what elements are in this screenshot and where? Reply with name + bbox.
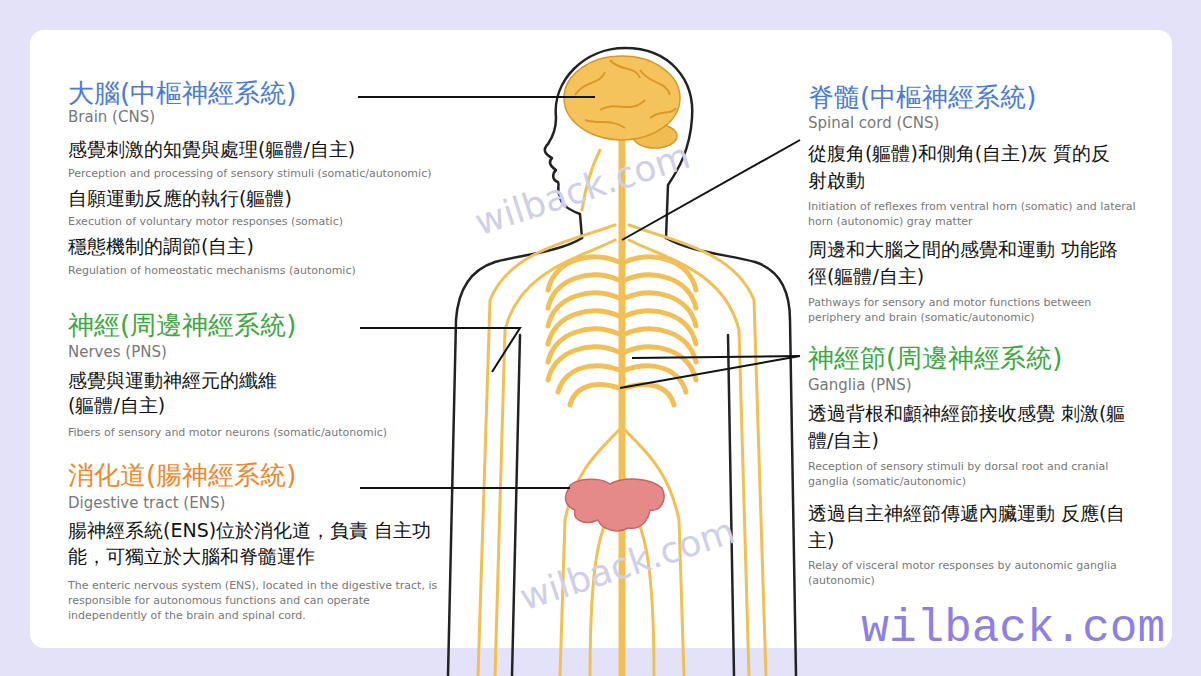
function-text: 感覺刺激的知覺與處理(軀體/自主) [68,137,508,162]
leader-line [360,487,570,489]
body-silhouette [448,48,796,676]
section-heading: 大腦(中樞神經系統) [68,78,368,108]
leader-lines [358,97,800,488]
section-subtitle: Spinal cord (CNS) [808,114,1148,132]
section-heading: 消化道(腸神經系統) [68,460,368,490]
right-inner-arm [728,335,734,676]
function-text: 腸神經系統(ENS)位於消化道，負責 自主功能，可獨立於大腦和脊髓運作 [68,517,438,569]
card [30,30,1172,648]
leader-line [360,328,520,372]
section-subtitle: Ganglia (PNS) [808,376,1148,394]
function-translation: Execution of voluntary motor responses (… [68,214,528,229]
section-subtitle: Nerves (PNS) [68,343,348,361]
function-text: 透過背根和顱神經節接收感覺 刺激(軀體/自主) [808,400,1128,454]
intestine [566,479,665,531]
function-translation: Perception and processing of sensory sti… [68,166,528,181]
left-inner-arm [512,335,520,676]
function-text: 穩態機制的調節(自主) [68,234,508,259]
function-text: 自願運動反應的執行(軀體) [68,186,508,211]
function-text: 透過自主神經節傳遞內臟運動 反應(自主) [808,500,1128,554]
brain-gyri [575,60,676,128]
section-subtitle: Brain (CNS) [68,108,368,126]
function-text: 從腹角(軀體)和側角(自主)灰 質的反射啟動 [808,140,1128,194]
site-logo: wilback.com [861,602,1165,656]
function-translation: Initiation of reflexes from ventral horn… [808,199,1138,229]
function-translation: Relay of visceral motor responses by aut… [808,558,1138,588]
section-heading: 脊髓(中樞神經系統) [808,82,1148,112]
leader-line [358,96,595,98]
function-translation: The enteric nervous system (ENS), locate… [68,578,438,623]
function-translation: Reception of sensory stimuli by dorsal r… [808,459,1138,489]
section-subtitle: Digestive tract (ENS) [68,494,368,512]
leader-line [620,356,800,388]
function-text: 感覺與運動神經元的纖維 (軀體/自主) [68,368,293,418]
function-text: 周邊和大腦之間的感覺和運動 功能路徑(軀體/自主) [808,236,1128,290]
leader-line [632,356,800,358]
function-translation: Fibers of sensory and motor neurons (som… [68,425,446,440]
brain [564,56,680,148]
spinal-cord [619,135,626,676]
section-heading: 神經(周邊神經系統) [68,310,348,340]
function-translation: Regulation of homeostatic mechanisms (au… [68,263,468,278]
function-translation: Pathways for sensory and motor functions… [808,295,1138,325]
section-heading: 神經節(周邊神經系統) [808,343,1148,373]
